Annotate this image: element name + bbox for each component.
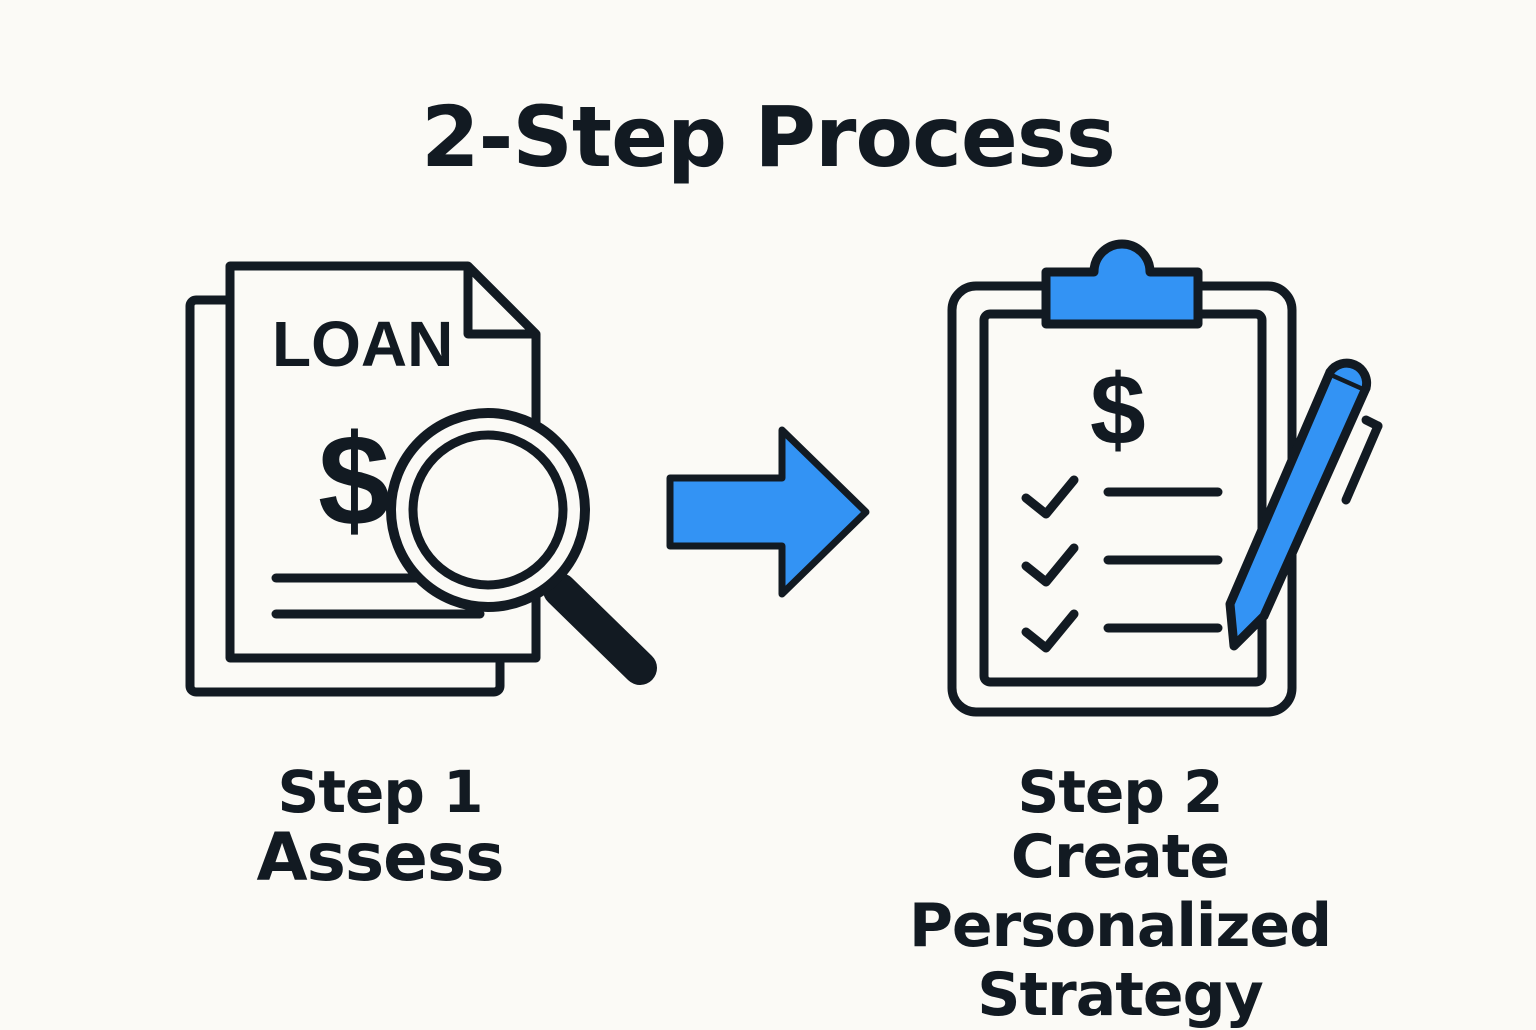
pen-icon — [1225, 358, 1383, 651]
page-title: 2-Step Process — [421, 88, 1116, 186]
step-1-label: Step 1 Assess — [180, 758, 580, 896]
arrow-right-icon — [666, 426, 870, 598]
step-2-number: Step 2 — [1017, 758, 1224, 826]
step-2-label: Step 2 Create Personalized Strategy — [780, 762, 1460, 1030]
loan-text: LOAN — [272, 308, 453, 380]
dollar-sign: $ — [1090, 354, 1146, 466]
step-2-name: Create Personalized Strategy — [908, 821, 1332, 1030]
loan-document-magnifier-icon: LOAN $ — [185, 261, 657, 697]
dollar-sign: $ — [318, 407, 390, 553]
clipboard-checklist-pen-icon: $ — [947, 239, 1383, 717]
step-1-number: Step 1 — [277, 758, 484, 826]
step-1-name: Assess — [256, 818, 505, 896]
